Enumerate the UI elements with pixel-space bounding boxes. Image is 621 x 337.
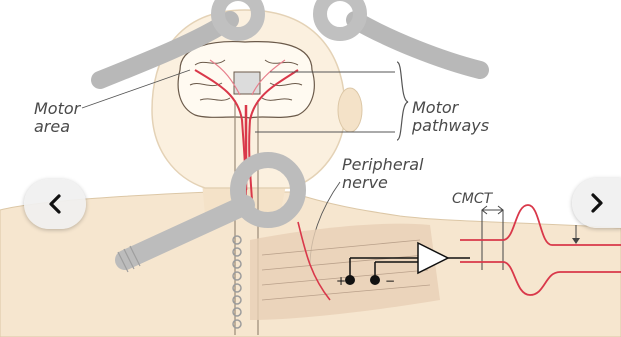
motor-pathways-label: Motor pathways (412, 99, 489, 135)
right-ear (338, 88, 362, 132)
chevron-left-icon (47, 193, 63, 215)
coil-top-right-loop (320, 0, 360, 34)
pathways-brace (397, 62, 408, 140)
electrode-plus (345, 275, 355, 285)
chevron-right-icon (589, 192, 605, 214)
cmct-label: CMCT (452, 190, 492, 208)
minus-sign: − (385, 274, 395, 288)
peripheral-nerve-label: Peripheral nerve (342, 156, 423, 192)
next-button[interactable] (572, 178, 621, 228)
previous-button[interactable] (24, 179, 86, 229)
motor-area-label: Motor area (34, 100, 80, 136)
electrode-minus (370, 275, 380, 285)
plus-sign: + (336, 274, 346, 288)
